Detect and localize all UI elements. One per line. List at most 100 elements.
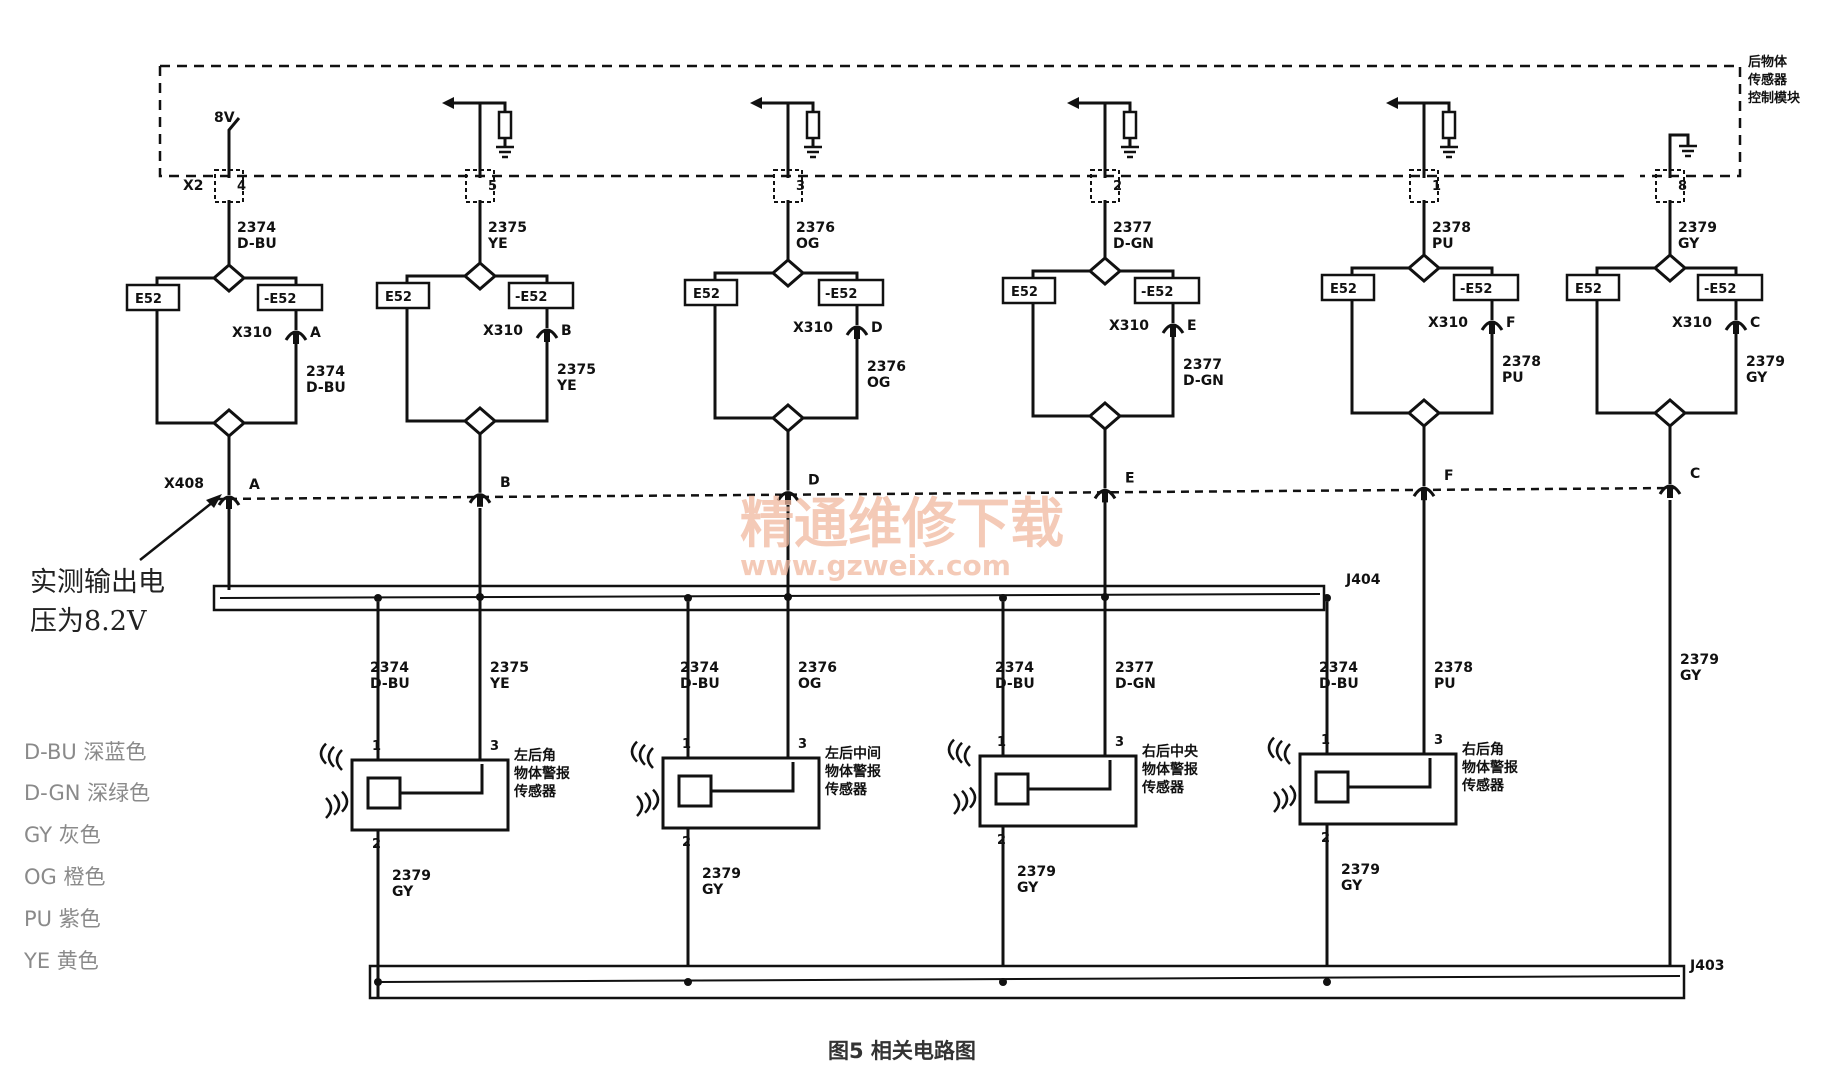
splice-diamond-top <box>1406 253 1442 283</box>
module-pin-number: 3 <box>796 179 805 194</box>
option-bracket-right-bottom <box>1439 332 1494 415</box>
sensor-supply-wire-number: 2374 <box>370 660 409 676</box>
sensor-name-line1: 右后角 <box>1461 741 1504 758</box>
e52-option-box <box>1001 276 1057 305</box>
splice-diamond-bottom <box>1406 398 1442 428</box>
splice-diamond-bottom <box>462 406 498 436</box>
arrow-left-icon <box>1386 97 1398 109</box>
sensor-signal-wire-number: 2375 <box>490 660 529 676</box>
x310-pin-letter: C <box>1750 315 1760 331</box>
x310-connector-icon <box>535 328 559 342</box>
x408-connector-icon <box>776 491 800 505</box>
ground-icon <box>1121 145 1139 159</box>
arrow-left-icon <box>1067 97 1079 109</box>
annotation-line1: 实测输出电 <box>30 567 165 598</box>
pullup-wire <box>452 101 482 178</box>
not-e52-option-label: -E52 <box>825 287 857 302</box>
module-dashed-outline <box>158 64 1742 178</box>
sensor-supply-wire-color: D-BU <box>1319 676 1359 692</box>
ultrasonic-wave-icon <box>630 740 660 817</box>
x310-wire-number: 2379 <box>1746 354 1785 370</box>
sensor-ground-wire-color: GY <box>1341 878 1363 894</box>
x310-wire-number: 2377 <box>1183 357 1222 373</box>
sensor-pin3: 3 <box>1434 733 1443 748</box>
sensor-supply-wire-color: D-BU <box>680 676 720 692</box>
pullup-wire <box>1396 101 1426 178</box>
x310-wire-color: PU <box>1502 370 1524 386</box>
option-bracket-right-bottom <box>803 337 859 420</box>
circuit-wire-color: GY <box>1678 236 1700 252</box>
module-label-line2: 传感器 <box>1747 72 1788 88</box>
j403-splice-dot <box>1323 978 1331 986</box>
sensor-name-line1: 左后中间 <box>824 745 881 762</box>
legend-item-dgn: D-GN 深绿色 <box>24 781 150 805</box>
sensor-name-line1: 左后角 <box>513 747 556 764</box>
not-e52-option-box <box>1133 276 1201 305</box>
option-bracket-left <box>713 271 773 420</box>
j403-splice-dot <box>684 978 692 986</box>
sensor-pin1: 1 <box>997 735 1006 750</box>
gy-wire-number: 2379 <box>1680 652 1719 668</box>
e52-option-label: E52 <box>1330 282 1357 297</box>
option-bracket-right-top <box>1120 269 1175 323</box>
resistor-icon <box>805 110 821 140</box>
x310-wire-number: 2374 <box>306 364 345 380</box>
module-pin-number: 1 <box>1432 179 1441 194</box>
x310-wire-color: GY <box>1746 370 1768 386</box>
sensor-internal-wire <box>400 764 484 795</box>
sensor-signal-wire <box>392 508 482 794</box>
sensor-supply-wire-color: D-BU <box>995 676 1035 692</box>
e52-option-label: E52 <box>693 287 720 302</box>
sensor-name-line3: 传感器 <box>824 781 868 798</box>
sensor-element-icon <box>677 774 713 808</box>
x310-wire-number: 2376 <box>867 359 906 375</box>
x310-connector-label: X310 <box>1109 318 1149 334</box>
not-e52-option-label: -E52 <box>1704 282 1736 297</box>
sensor-name-line3: 传感器 <box>513 783 557 800</box>
x408-connector-icon <box>468 493 492 507</box>
x2-connector-label: X2 <box>183 178 204 194</box>
j404-crossing-dot <box>1101 593 1109 601</box>
sensor-supply-wire-number: 2374 <box>995 660 1034 676</box>
supply-switch-contact <box>227 117 241 178</box>
module-pin-number: 5 <box>488 179 497 194</box>
splice-diamond-bottom <box>211 408 247 438</box>
x408-pin-letter: B <box>500 475 511 491</box>
option-bracket-left <box>155 276 214 425</box>
module-pin-number: 8 <box>1678 179 1687 194</box>
figure-caption: 图5 相关电路图 <box>828 1039 976 1063</box>
circuit-wire-number: 2378 <box>1432 220 1471 236</box>
sensor-internal-wire <box>1028 760 1112 791</box>
x408-pin-letter: E <box>1125 470 1135 486</box>
option-bracket-left <box>405 274 465 423</box>
e52-option-box <box>683 278 739 307</box>
splice-diamond-bottom <box>1652 398 1688 428</box>
not-e52-option-box <box>817 278 885 307</box>
x310-connector-icon <box>284 330 308 344</box>
legend-item-pu: PU 紫色 <box>24 907 101 931</box>
annotation-line2: 压为8.2V <box>30 606 147 637</box>
x310-connector-label: X310 <box>483 323 523 339</box>
sensor-element-icon <box>366 776 402 810</box>
sensor-signal-wire-number: 2376 <box>798 660 837 676</box>
x310-wire-color: D-GN <box>1183 373 1224 389</box>
splice-diamond-top <box>462 261 498 291</box>
sensor-signal-wire <box>1340 499 1426 794</box>
j403-splice-bar <box>368 964 1686 1000</box>
not-e52-option-label: -E52 <box>1460 282 1492 297</box>
e52-option-box <box>1320 273 1376 302</box>
sensor-name-line2: 物体警报 <box>514 765 570 782</box>
x310-wire-color: YE <box>556 378 577 394</box>
sensor-ground-wire-number: 2379 <box>392 868 431 884</box>
circuit-wire-color: D-BU <box>237 236 277 252</box>
x310-pin-letter: D <box>871 320 883 336</box>
sensor-ground-wire-color: GY <box>1017 880 1039 896</box>
option-bracket-right-bottom <box>244 342 298 425</box>
option-bracket-right-top <box>495 274 549 328</box>
option-bracket-right-bottom <box>1685 332 1738 415</box>
e52-option-label: E52 <box>1575 282 1602 297</box>
option-bracket-right-bottom <box>1120 335 1175 418</box>
x310-connector-label: X310 <box>1428 315 1468 331</box>
sensor-pin1: 1 <box>682 737 691 752</box>
